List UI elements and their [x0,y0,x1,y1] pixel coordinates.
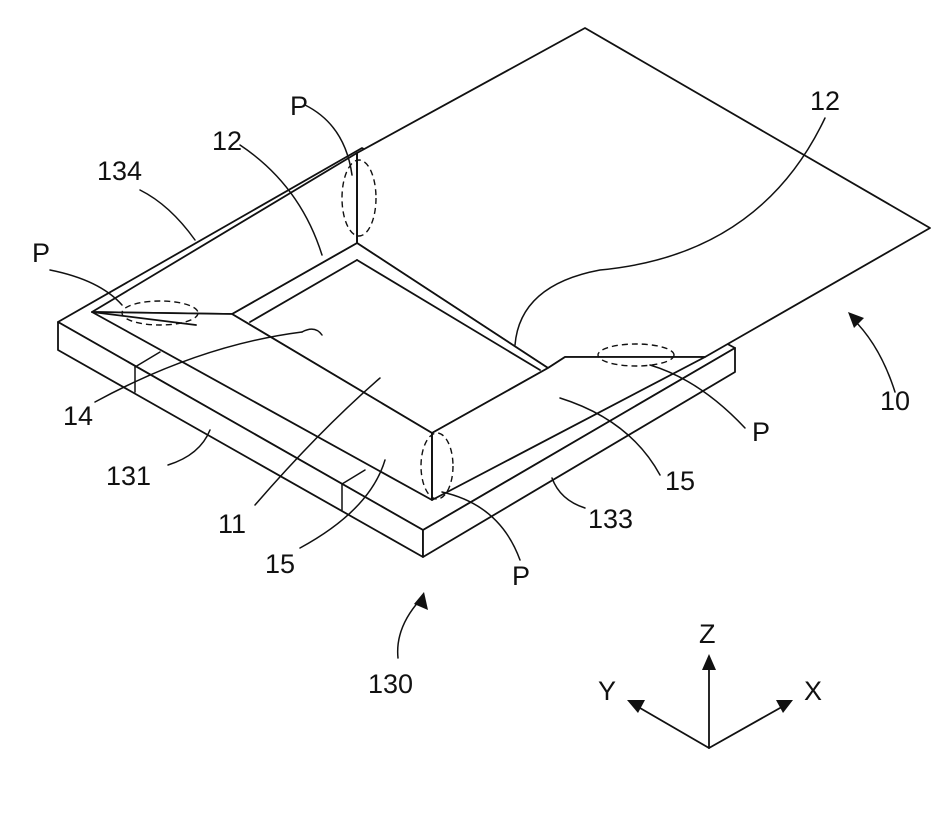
label-12-left: 12 [212,126,242,156]
label-130: 130 [368,669,413,699]
label-15-front: 15 [265,549,295,579]
arrowhead-130 [414,592,428,610]
arrowhead-10 [848,312,864,328]
axes-triad [627,654,793,748]
axis-x-line [709,708,780,748]
leader-130 [398,600,420,658]
label-133: 133 [588,504,633,534]
label-P-right: P [752,417,770,447]
label-15-right: 15 [665,466,695,496]
label-10: 10 [880,386,910,416]
axis-label-y: Y [598,676,616,706]
leader-10 [852,318,895,392]
label-14: 14 [63,401,93,431]
label-131: 131 [106,461,151,491]
label-P-left: P [32,238,50,268]
axis-y-line [640,708,709,748]
label-134: 134 [97,156,142,186]
axis-label-x: X [804,676,822,706]
axis-x-arrow [776,700,793,713]
label-11: 11 [218,509,246,539]
label-P-front: P [512,561,530,591]
leader-131 [168,430,210,465]
leader-134 [140,190,195,240]
axis-z-arrow [702,654,716,670]
label-P-top: P [290,91,308,121]
label-12-right: 12 [810,86,840,116]
axis-label-z: Z [699,619,716,649]
axis-y-arrow [627,700,645,713]
leader-133 [552,478,585,508]
